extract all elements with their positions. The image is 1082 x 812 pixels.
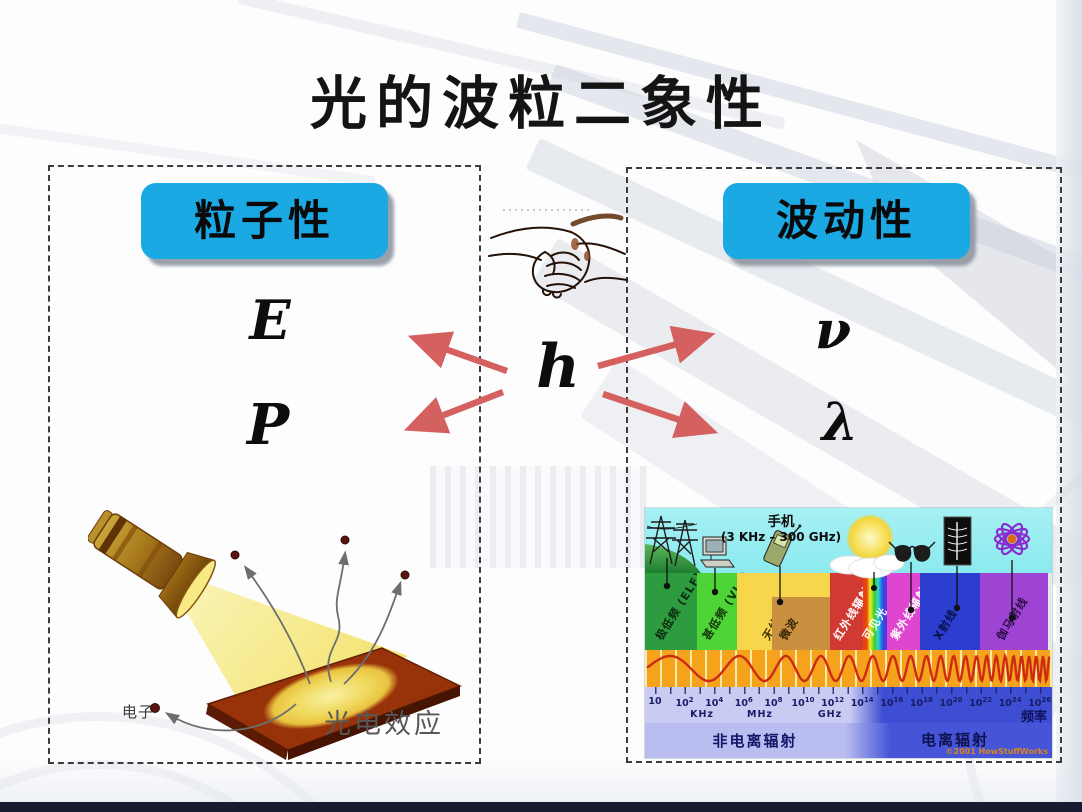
wave-panel — [626, 167, 1062, 763]
wavelength-symbol: λ — [821, 392, 859, 453]
page-title: 光的波粒二象性 — [310, 70, 772, 137]
axis-tickmarks — [655, 687, 1043, 694]
relation-arrows — [403, 325, 719, 439]
spectrum-band-xray: X射线 — [920, 573, 980, 650]
spectrum-band-radio: 无线电波 — [737, 573, 830, 650]
freq-unit-label: KHz — [690, 709, 714, 720]
band-label: 无线电波 — [760, 594, 797, 643]
ionizing-label: 电离辐射 — [920, 731, 989, 749]
frequency-axis: 10 102 104 106 108 1010 1012 1014 1016 1018 1020 10… — [645, 687, 1052, 725]
freq-tick: 1022 — [969, 696, 993, 710]
freq-unit-label: GHz — [817, 709, 843, 720]
freq-tick: 1020 — [939, 696, 963, 710]
momentum-symbol: P — [246, 392, 290, 458]
particle-panel — [48, 165, 481, 764]
freq-tick: 1012 — [821, 696, 845, 710]
planck-constant-symbol: h — [536, 332, 580, 402]
spectrum-band-vlf: 甚低频 (VLF) — [697, 569, 753, 650]
frequency-axis-label: 频率 — [1020, 710, 1047, 725]
spectrum-band-gamma: 伽马射线 — [980, 573, 1048, 650]
photoelectric-caption: 光电效应 — [324, 709, 444, 740]
spectrum-band-visible: 可见光 — [860, 573, 890, 650]
band-label: 伽马射线 — [993, 594, 1031, 643]
energy-symbol: E — [249, 288, 291, 352]
credit-label: ©2001 HowStuffWorks — [945, 747, 1048, 756]
band-label: X射线 — [930, 607, 960, 643]
background-bottom-bar — [0, 802, 1082, 812]
background-haze — [0, 758, 1082, 802]
frequency-symbol: ν — [814, 300, 852, 361]
flashlight-icon — [88, 510, 216, 619]
freq-tick: 1016 — [880, 696, 904, 710]
freq-tick: 1010 — [791, 696, 815, 710]
freq-tick: 1026 — [1028, 696, 1052, 710]
photoelectric-illustration — [88, 510, 462, 760]
freq-tick: 10 — [648, 696, 662, 707]
cell-phone-label: 手机 (3 KHz – 300 GHz) — [720, 514, 842, 544]
background-building-photo — [430, 466, 648, 568]
freq-tick: 102 — [675, 696, 694, 710]
spectrum-band-uv: 紫外线辐射 — [887, 573, 930, 650]
freq-tick: 1014 — [850, 696, 874, 710]
light-beam — [176, 576, 408, 734]
spectrum-band-infrared: 红外线辐射 — [830, 573, 873, 650]
freq-tick: 106 — [734, 696, 753, 710]
freq-tick: 104 — [705, 696, 724, 710]
electron-label: 电子 — [122, 703, 155, 721]
spectrum-band-elf: 极低频 (ELF) — [645, 569, 705, 650]
handshake-icon — [488, 209, 628, 299]
freq-tick: 108 — [764, 696, 783, 710]
particle-heading: 粒子性 — [141, 183, 388, 259]
non-ionizing-label: 非电离辐射 — [712, 732, 798, 750]
radiation-type-row: 非电离辐射 电离辐射 ©2001 HowStuffWorks — [645, 723, 1052, 758]
freq-tick: 1024 — [998, 696, 1022, 710]
wave-heading: 波动性 — [723, 183, 970, 259]
freq-tick: 1018 — [909, 696, 933, 710]
spectrum-wave-strip — [645, 650, 1052, 687]
freq-unit-label: MHz — [747, 709, 773, 720]
